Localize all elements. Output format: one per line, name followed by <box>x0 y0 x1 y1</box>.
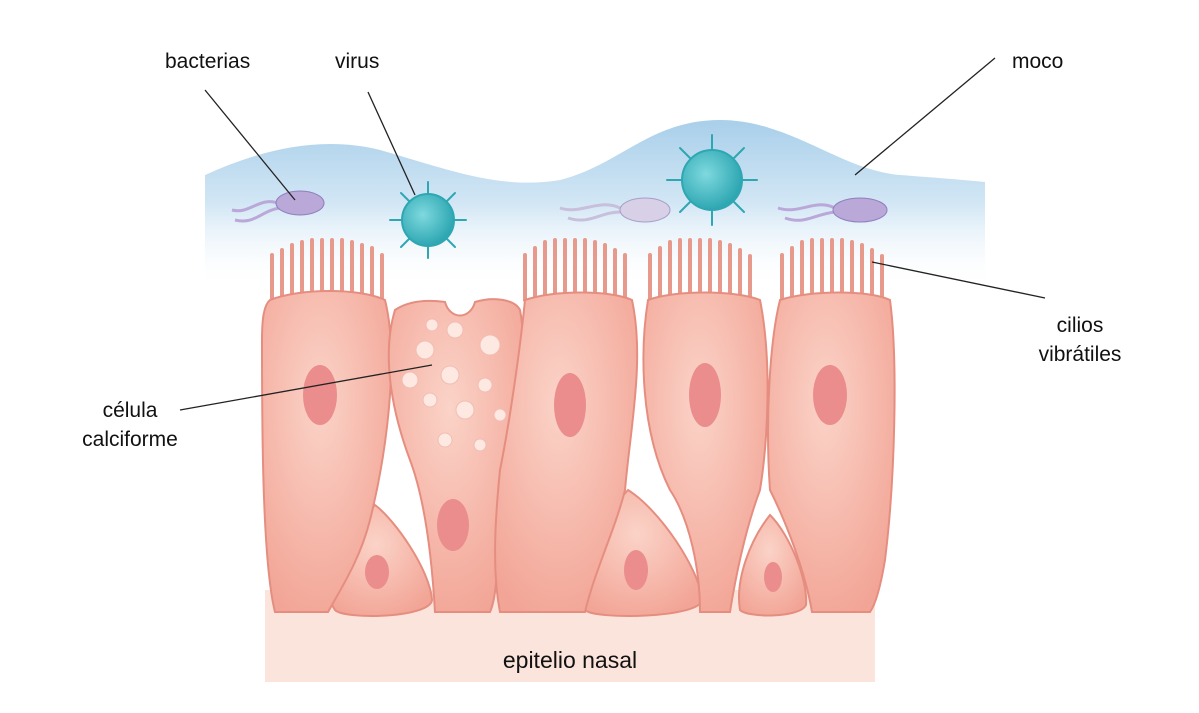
nucleus <box>813 365 847 425</box>
bacterium <box>559 197 671 223</box>
nucleus <box>624 550 648 590</box>
label-mucus: moco <box>1012 50 1064 73</box>
label-epithelium: epitelio nasal <box>502 647 638 673</box>
virus-particle <box>666 134 758 226</box>
cilia <box>270 238 884 302</box>
nucleus <box>303 365 337 425</box>
leader-lines <box>179 57 1046 411</box>
viruses <box>389 134 758 259</box>
ciliated-cell <box>642 291 769 613</box>
nucleus <box>689 363 721 427</box>
goblet-vesicles <box>401 318 507 452</box>
bacteria <box>231 190 888 223</box>
nucleus <box>437 499 469 551</box>
nucleus <box>764 562 782 592</box>
label-goblet-line2: calciforme <box>82 428 178 451</box>
columnar-cells <box>260 290 896 613</box>
label-virus: virus <box>335 50 380 73</box>
ciliated-cell <box>767 291 896 613</box>
label-cilia-line1: cilios <box>1056 314 1104 337</box>
ciliated-cell <box>260 290 393 613</box>
label-bacteria: bacterias <box>165 50 251 73</box>
label-cilia-line2: vibrátiles <box>1038 343 1122 366</box>
label-cilia: cilios vibrátiles <box>1025 311 1135 369</box>
nuclei <box>303 363 847 592</box>
virus-particle <box>389 181 467 259</box>
bacterium <box>231 190 325 223</box>
nucleus <box>365 555 389 589</box>
label-goblet-cell: célula calciforme <box>70 396 190 454</box>
label-goblet-line1: célula <box>102 399 158 422</box>
ciliated-cell <box>494 291 639 613</box>
bacterium <box>777 197 888 223</box>
nucleus <box>554 373 586 437</box>
